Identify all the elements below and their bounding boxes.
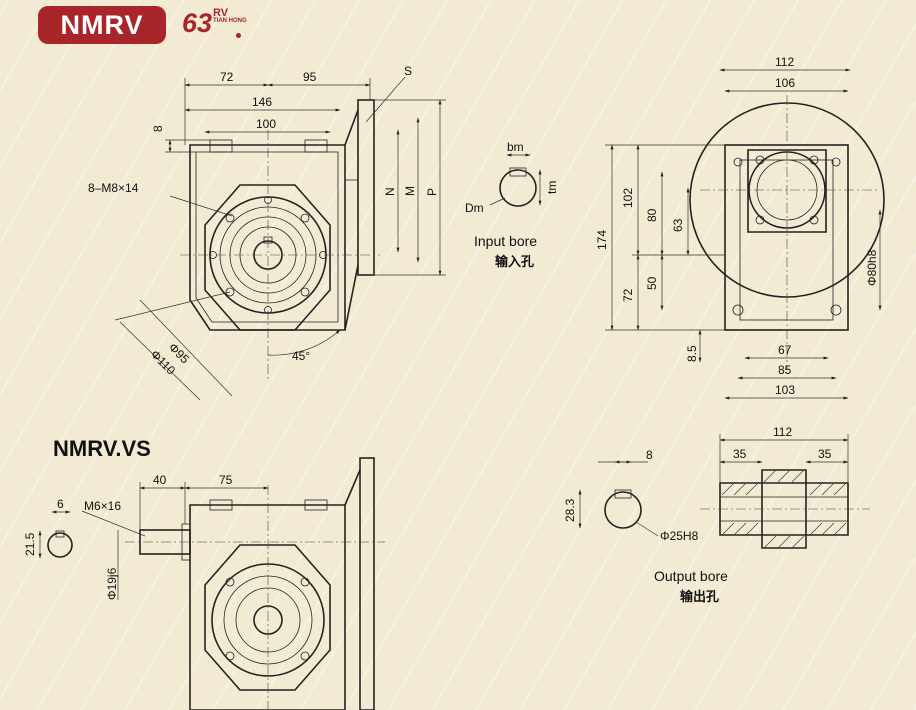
output-bore-caption: Output bore: [654, 568, 728, 584]
hollow-shaft-section: [700, 434, 870, 549]
input-bore-caption-zh: 输入孔: [495, 254, 534, 270]
dim-side-50: 50: [645, 276, 659, 290]
brand-dot-icon: [236, 33, 241, 38]
dim-hs-112: 112: [773, 425, 792, 439]
dim-side-80: 80: [645, 208, 659, 222]
bolt-spec: 8–M8×14: [88, 181, 139, 195]
dim-side-67: 67: [778, 343, 792, 357]
dim-vs-21-5: 21.5: [23, 532, 37, 556]
input-bore-caption: Input bore: [474, 233, 537, 249]
dim-side-8-5: 8.5: [685, 345, 699, 362]
side-view: [605, 68, 885, 400]
dim-out-8: 8: [646, 448, 653, 462]
dim-out-phi25h8: Φ25H8: [660, 529, 699, 543]
brand-top: RV: [213, 7, 229, 19]
dim-vs-6: 6: [57, 497, 64, 511]
dim-out-28-3: 28.3: [563, 498, 577, 522]
dim-vs-m6: M6×16: [84, 499, 121, 513]
dim-side-112: 112: [775, 55, 794, 69]
dimension-labels: 72 95 146 100 8 S N M P 8–M8×14 Φ95 Φ110…: [23, 55, 879, 605]
dim-146: 146: [252, 95, 272, 109]
dim-95: 95: [303, 70, 317, 84]
dim-p: P: [425, 188, 439, 196]
dim-dm: Dm: [465, 201, 484, 215]
dim-side-72: 72: [621, 288, 635, 302]
dim-vs-40: 40: [153, 473, 167, 487]
dim-hs-35b: 35: [818, 447, 832, 461]
dim-hs-35a: 35: [733, 447, 747, 461]
dim-side-103: 103: [775, 383, 795, 397]
input-bore-detail: [489, 153, 542, 207]
output-bore-caption-zh: 输出孔: [680, 589, 719, 605]
dim-bm: bm: [507, 140, 524, 154]
dim-vs-phi19j6: Φ19j6: [105, 567, 119, 600]
vs-view: [38, 457, 385, 710]
dim-tm: tm: [545, 181, 559, 194]
dim-side-63: 63: [671, 218, 685, 232]
brand-bottom: TIAN HONG: [213, 18, 247, 24]
dim-m: M: [403, 186, 417, 196]
size-number: 63: [182, 8, 213, 38]
dim-side-85: 85: [778, 363, 792, 377]
dim-phi80h8: Φ80h8: [865, 249, 879, 286]
series-badge: NMRV: [38, 6, 166, 44]
dim-s: S: [404, 64, 412, 78]
brand-mark: RV TIAN HONG: [213, 8, 247, 25]
dim-72: 72: [220, 70, 234, 84]
dim-side-106: 106: [775, 76, 795, 90]
dim-side-102: 102: [621, 188, 635, 208]
dim-100: 100: [256, 117, 276, 131]
dim-side-174: 174: [595, 230, 609, 250]
dim-vs-75: 75: [219, 473, 233, 487]
output-bore-detail: [578, 460, 659, 537]
vs-section-title: NMRV.VS: [53, 436, 151, 461]
dim-45deg: 45°: [292, 349, 310, 363]
dim-8: 8: [151, 125, 165, 132]
front-view: [114, 76, 446, 401]
dim-n: N: [383, 187, 397, 196]
